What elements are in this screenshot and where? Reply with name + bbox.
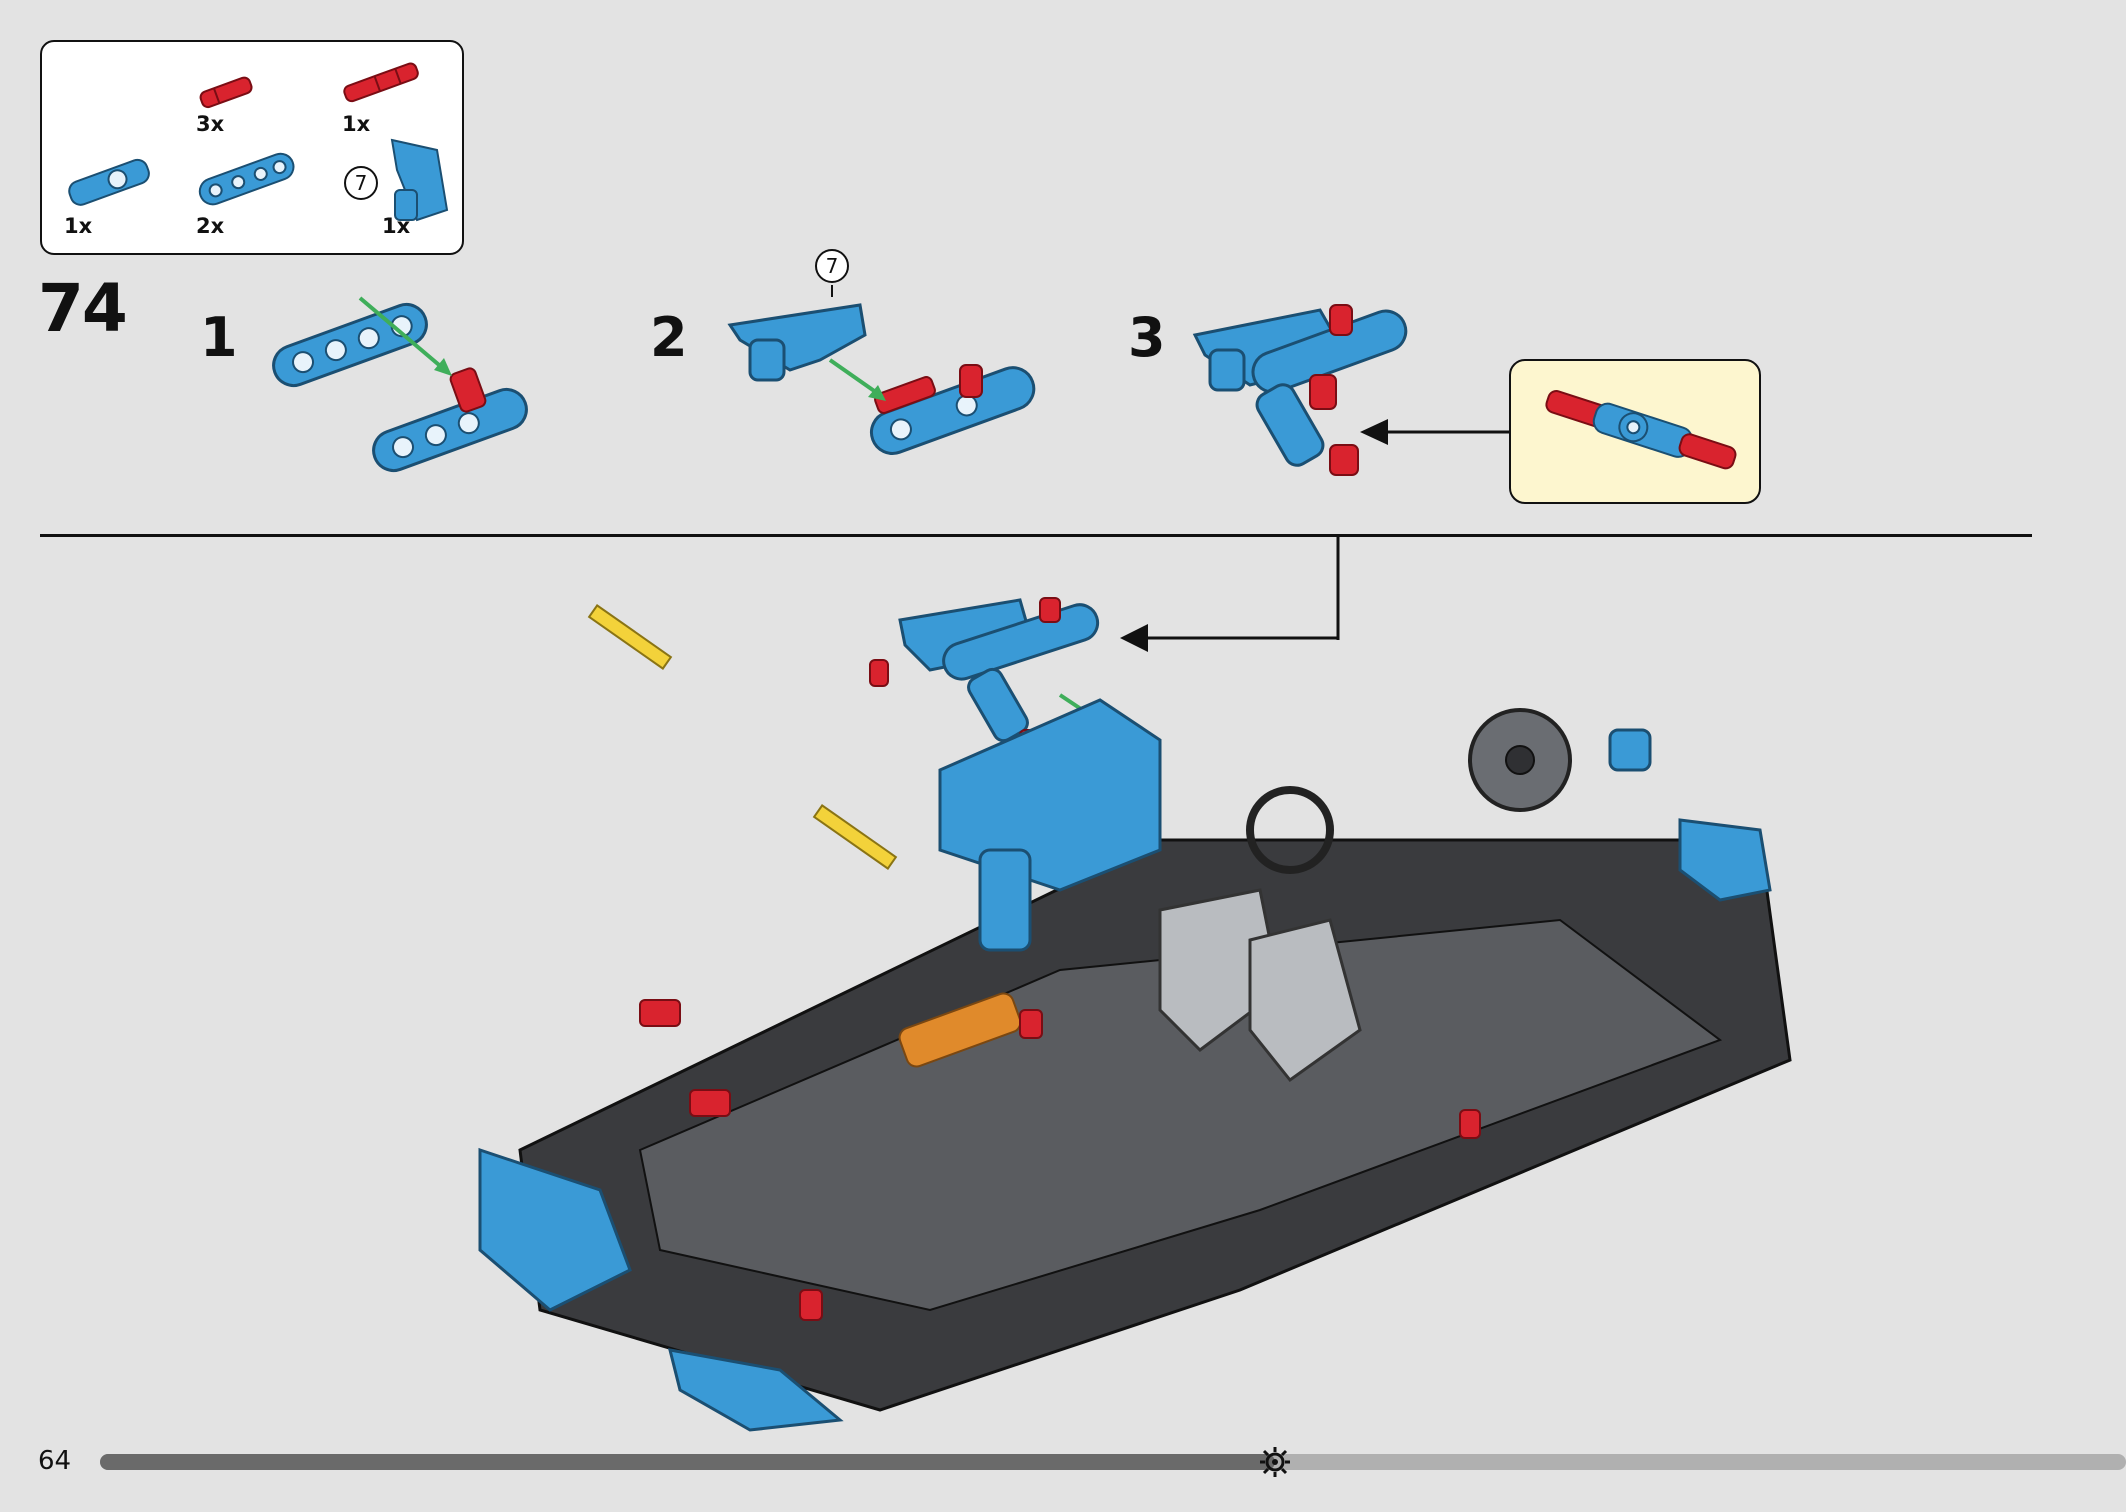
section-divider bbox=[40, 534, 2032, 537]
substep-1-illustration bbox=[272, 296, 528, 473]
substep-number: 3 bbox=[1128, 306, 1166, 369]
part-blue-beam-icon bbox=[198, 152, 295, 206]
part-blue-connector-icon bbox=[68, 158, 150, 206]
part-blue-panel-icon bbox=[390, 138, 449, 222]
part-qty: 1x bbox=[382, 214, 411, 238]
main-assembly-illustration bbox=[478, 597, 1792, 1432]
part-qty: 1x bbox=[342, 112, 371, 136]
assembly-pointer-arrow bbox=[1120, 534, 1340, 652]
page-number: 64 bbox=[38, 1446, 72, 1476]
substep-3-illustration bbox=[1192, 304, 1510, 476]
part-red-axle-pin-icon bbox=[343, 62, 419, 103]
part-qty: 1x bbox=[64, 214, 93, 238]
callout-number: 7 bbox=[815, 249, 849, 283]
subassembly-callout-box bbox=[1509, 359, 1761, 504]
part-qty: 3x bbox=[196, 112, 225, 136]
substep-2-illustration bbox=[727, 285, 1036, 455]
gear-icon bbox=[1260, 1447, 1290, 1477]
substep-number: 2 bbox=[650, 306, 688, 369]
callout-number: 7 bbox=[344, 166, 378, 200]
parts-list-box: 3x 1x 1x 2x 7 1x bbox=[40, 40, 464, 255]
substep-number: 1 bbox=[200, 306, 238, 369]
part-qty: 2x bbox=[196, 214, 225, 238]
subassembly-connector-icon bbox=[1545, 390, 1737, 470]
step-number: 74 bbox=[38, 270, 128, 347]
progress-bar bbox=[100, 1454, 2126, 1470]
progress-bar-fill bbox=[100, 1454, 1275, 1470]
part-red-pin-icon bbox=[199, 76, 253, 109]
